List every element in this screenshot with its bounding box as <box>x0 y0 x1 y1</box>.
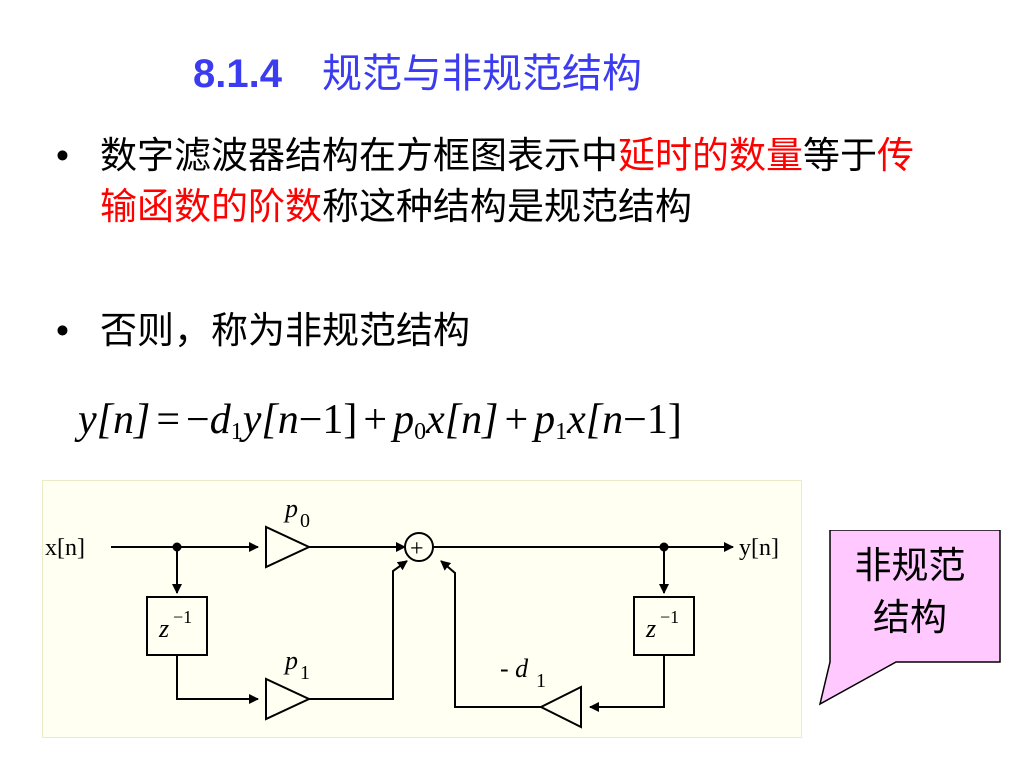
eq-one: 1] <box>322 397 358 443</box>
eq-equals: = <box>156 397 181 443</box>
bullet-segment: 称这种结构是规范结构 <box>322 185 692 228</box>
eq-signal: x[n] <box>426 397 499 443</box>
eq-plus: + <box>363 397 388 443</box>
title-number: 8.1.4 <box>193 52 282 96</box>
gain-p0-triangle <box>265 525 312 569</box>
left-delay-output-wire <box>176 655 259 704</box>
eq-minus: − <box>298 397 323 443</box>
callout-line: 结构 <box>873 596 947 639</box>
callout-shape <box>818 530 1001 706</box>
eq-sub: 1 <box>555 419 568 445</box>
callout-line: 非规范 <box>854 544 966 587</box>
eq-minus: − <box>623 397 647 443</box>
gain-d1-label: - d <box>500 654 529 683</box>
bullet-highlight: 传输函数的阶数 <box>100 134 914 228</box>
eq-lhs: y[n] <box>78 397 151 443</box>
gain-p0-label: p <box>283 494 298 523</box>
slide-title: 8.1.4 规范与非规范结构 <box>193 44 813 104</box>
output-label: y[n] <box>739 535 779 561</box>
block-diagram: x[n] y[n] p 0 p 1 - d 1 z −1 z −1 + <box>42 480 802 738</box>
adder-plus-sign: + <box>410 536 424 562</box>
gain-p1-subscript: 1 <box>300 662 310 684</box>
delay-right-label: z <box>645 614 656 643</box>
gain-d1-subscript: 1 <box>536 670 546 692</box>
input-label: x[n] <box>45 535 85 561</box>
bullet-segment: 否则，称为非规范结构 <box>100 309 470 352</box>
gain-p1-triangle <box>265 677 312 721</box>
p1-to-adder-wire <box>309 560 408 700</box>
bullet-item-noncanonical: • 否则，称为非规范结构 <box>56 305 936 357</box>
right-delay-output-wire <box>589 655 665 712</box>
delay-right-exponent: −1 <box>660 607 679 627</box>
bullet-text: 否则，称为非规范结构 <box>100 305 920 356</box>
eq-one: 1] <box>646 397 682 443</box>
callout-bubble <box>818 530 1001 706</box>
delay-left-exponent: −1 <box>173 607 192 627</box>
eq-minus-sign: − <box>186 397 210 443</box>
bullet-segment: 数字滤波器结构在方框图表示中 <box>100 134 618 177</box>
eq-coef-p: p <box>393 397 415 443</box>
bullet-text: 数字滤波器结构在方框图表示中延时的数量等于传输函数的阶数称这种结构是规范结构 <box>100 130 920 232</box>
delay-left-label: z <box>158 614 169 643</box>
gain-p0-subscript: 0 <box>300 510 310 532</box>
bullet-dot: • <box>56 135 69 176</box>
difference-equation: y[n]=−d1y[n−1]+p0x[n]+p1x[n−1] <box>78 392 838 448</box>
bullet-dot: • <box>56 310 69 351</box>
bullet-item-canonical: • 数字滤波器结构在方框图表示中延时的数量等于传输函数的阶数称这种结构是规范结构 <box>56 130 936 290</box>
callout-label: 非规范 结构 <box>830 540 990 650</box>
d1-to-adder-wire <box>440 560 541 708</box>
gain-d1-triangle <box>538 685 582 729</box>
eq-coef-d: d <box>209 397 231 443</box>
eq-coef-p: p <box>534 397 556 443</box>
eq-plus: + <box>504 397 529 443</box>
eq-sub: 0 <box>414 419 427 445</box>
eq-signal: x[n <box>567 397 624 443</box>
bullet-segment: 等于 <box>803 134 877 177</box>
gain-p1-label: p <box>283 646 298 675</box>
eq-sub: 1 <box>230 419 243 445</box>
bullet-highlight: 延时的数量 <box>618 134 803 177</box>
block-diagram-svg: x[n] y[n] p 0 p 1 - d 1 z −1 z −1 + <box>45 494 779 729</box>
title-text: 规范与非规范结构 <box>321 51 642 97</box>
eq-signal: y[n <box>242 397 299 443</box>
